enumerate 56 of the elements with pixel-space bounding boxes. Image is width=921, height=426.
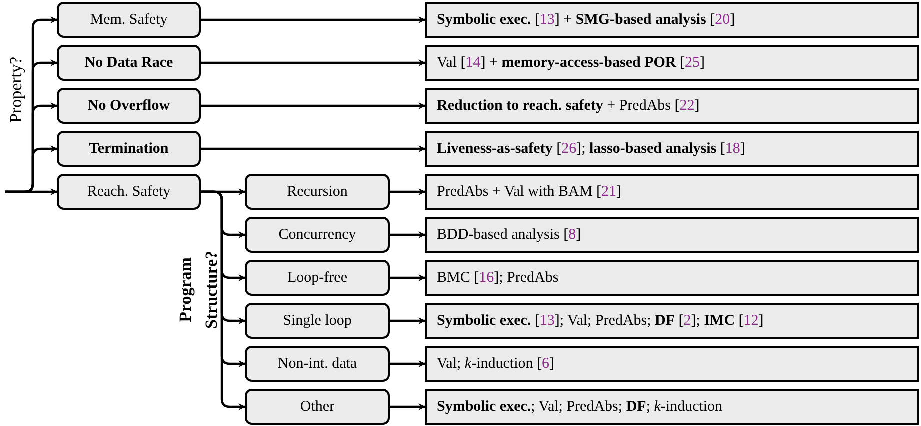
arrow xyxy=(390,404,426,410)
category-box xyxy=(57,2,201,38)
method-box xyxy=(425,2,919,38)
arrow xyxy=(390,318,426,324)
method-box xyxy=(425,217,919,253)
method-box xyxy=(425,389,919,425)
category-box xyxy=(245,389,390,425)
category-box xyxy=(57,45,201,81)
category-box xyxy=(245,217,390,253)
method-text: Symbolic exec. [13]; Val; PredAbs; DF [2]; IMC [12] xyxy=(437,312,764,331)
axis-question-label: Program Structure? xyxy=(175,250,222,332)
method-text: Symbolic exec.; Val; PredAbs; DF; k-induction xyxy=(437,398,723,417)
category-label: Termination xyxy=(89,140,169,159)
category-box xyxy=(57,131,201,167)
category-label: No Data Race xyxy=(84,54,174,73)
category-label: Non-int. data xyxy=(278,354,358,374)
method-text: PredAbs + Val with BAM [21] xyxy=(437,182,622,202)
arrow xyxy=(390,360,426,368)
arrow xyxy=(5,188,58,196)
category-label: Loop-free xyxy=(288,268,348,288)
method-box xyxy=(425,174,919,210)
category-box xyxy=(245,174,390,210)
category-label: Concurrency xyxy=(278,226,356,245)
method-text: Reduction to reach. safety + PredAbs [22] xyxy=(437,96,700,116)
category-label: Single loop xyxy=(283,312,352,331)
method-text: BDD-based analysis [8] xyxy=(437,226,582,245)
category-box xyxy=(245,303,390,339)
category-label: Recursion xyxy=(287,182,348,202)
method-box xyxy=(425,303,919,339)
method-box xyxy=(425,260,919,296)
category-box xyxy=(57,88,201,124)
method-text: Val [14] + memory-access-based POR [25] xyxy=(437,54,706,73)
method-text: Symbolic exec. [13] + SMG-based analysis [20] xyxy=(437,10,736,30)
method-text: Val; k-induction [6] xyxy=(437,354,554,374)
arrow xyxy=(390,274,426,282)
category-label: No Overflow xyxy=(88,96,170,116)
arrow xyxy=(201,16,426,24)
method-box xyxy=(425,88,919,124)
method-box xyxy=(425,45,919,81)
arrow xyxy=(201,146,426,152)
method-text: Liveness-as-safety [26]; lasso-based analysis [18] xyxy=(437,140,746,159)
arrow xyxy=(390,188,426,196)
category-label: Mem. Safety xyxy=(90,10,168,30)
category-label: Reach. Safety xyxy=(87,182,171,202)
arrow xyxy=(201,102,426,110)
category-label: Other xyxy=(300,398,335,417)
category-box xyxy=(245,346,390,382)
method-box xyxy=(425,346,919,382)
arrow xyxy=(201,60,426,66)
method-text: BMC [16]; PredAbs xyxy=(437,268,559,288)
arrow xyxy=(390,232,426,238)
method-box xyxy=(425,131,919,167)
category-box xyxy=(57,174,201,210)
axis-question-label: Property? xyxy=(5,56,26,124)
arrow xyxy=(201,190,246,410)
category-box xyxy=(245,260,390,296)
